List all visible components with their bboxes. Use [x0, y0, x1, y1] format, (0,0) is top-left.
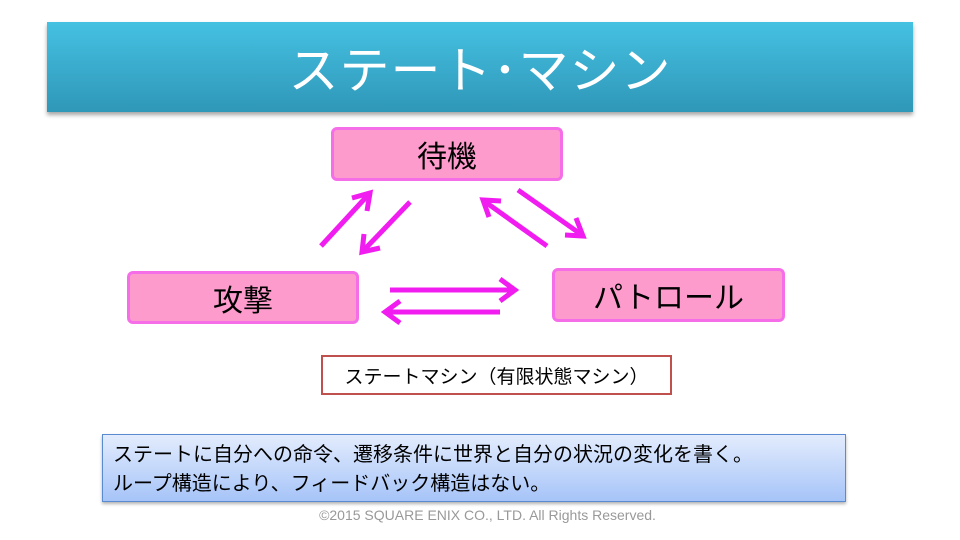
caption-box: ステートマシン（有限状態マシン）	[321, 355, 672, 395]
state-patrol: パトロール	[552, 268, 785, 322]
note-box: ステートに自分への命令、遷移条件に世界と自分の状況の変化を書く。 ループ構造によ…	[102, 434, 846, 502]
arrow-patrol-to-idle	[479, 197, 549, 249]
state-attack: 攻撃	[127, 271, 359, 324]
arrow-idle-to-patrol	[516, 187, 587, 239]
state-idle: 待機	[331, 127, 563, 181]
copyright: ©2015 SQUARE ENIX CO., LTD. All Rights R…	[319, 507, 656, 523]
arrow-patrol-to-attack	[380, 298, 500, 326]
arrow-attack-to-idle	[319, 189, 374, 248]
arrow-idle-to-attack	[359, 200, 412, 256]
arrow-attack-to-patrol	[390, 276, 520, 304]
note-line-1: ステートに自分への命令、遷移条件に世界と自分の状況の変化を書く。	[113, 442, 753, 466]
slide-title: ステート･マシン	[47, 22, 913, 112]
note-line-2: ループ構造により、フィードバック構造はない。	[113, 471, 551, 495]
